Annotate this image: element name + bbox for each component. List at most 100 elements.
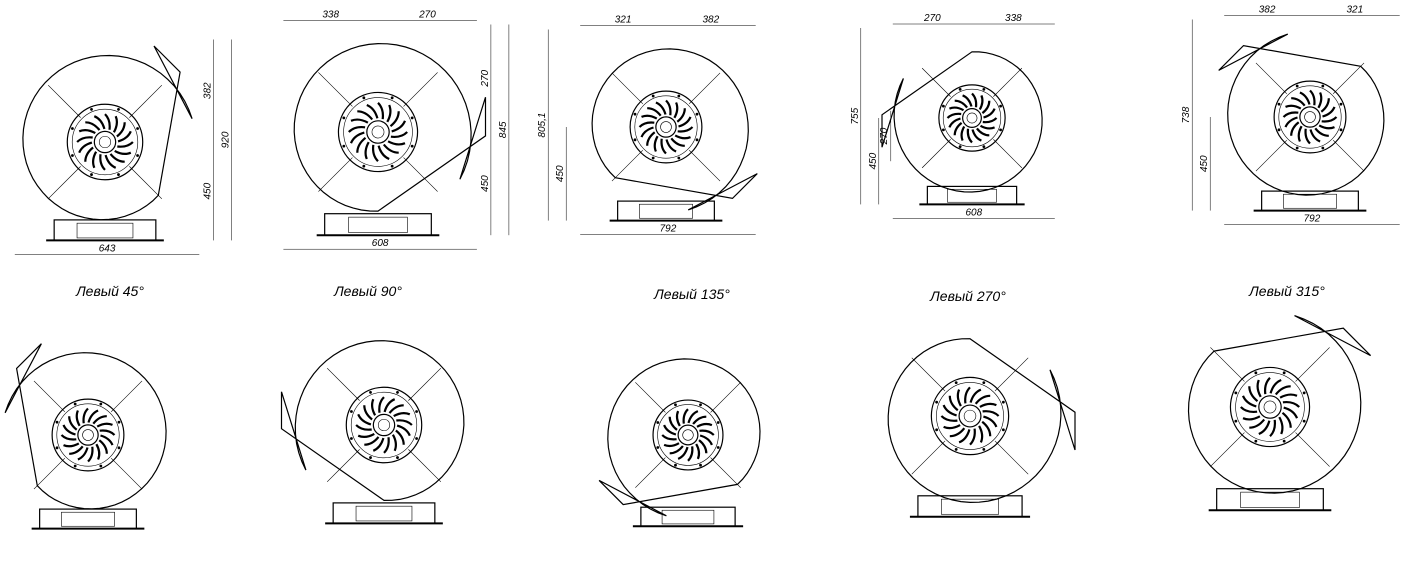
left-90-blade bbox=[387, 140, 406, 146]
right-90-blade bbox=[371, 398, 377, 416]
right-315-base-panel bbox=[1240, 491, 1300, 508]
right-270-blade bbox=[948, 395, 959, 412]
left-315-blade bbox=[1290, 121, 1300, 136]
right-315-stiffener bbox=[1210, 432, 1245, 467]
right-135-blade bbox=[687, 446, 694, 462]
right-315-blade bbox=[1242, 415, 1261, 421]
left-45-blade bbox=[92, 151, 98, 169]
left-135-bolt bbox=[695, 112, 699, 116]
right-315-blade bbox=[1241, 395, 1257, 408]
right-135-bolt bbox=[716, 421, 720, 424]
right-90-blade bbox=[383, 398, 396, 413]
left-315-bolt bbox=[1295, 84, 1299, 88]
right-135-shaft bbox=[682, 429, 694, 441]
left-90-blade bbox=[377, 102, 385, 120]
view-right-270 bbox=[887, 338, 1076, 518]
right-135-flange-outer bbox=[652, 399, 724, 471]
left-270-dim-bottom: 608 bbox=[965, 207, 982, 218]
right-45-blade bbox=[98, 439, 108, 454]
left-45-flange-inner bbox=[71, 108, 139, 176]
view-right-90 bbox=[280, 340, 465, 525]
left-45-blade bbox=[84, 146, 94, 162]
right-270-blade bbox=[974, 394, 991, 405]
left-270-base-panel bbox=[947, 188, 997, 203]
left-90-blade bbox=[390, 131, 408, 139]
right-135-blade bbox=[687, 410, 699, 424]
view-right-135 bbox=[598, 358, 761, 528]
left-315-bolt bbox=[1277, 128, 1281, 132]
left-90-base-panel bbox=[348, 216, 408, 233]
left-135-dim-top-a: 321 bbox=[615, 15, 632, 26]
left-90-blade bbox=[389, 111, 400, 128]
left-270-dim-top-a: 270 bbox=[923, 13, 941, 24]
left-90-bolt bbox=[410, 116, 414, 120]
right-90-bolt bbox=[350, 410, 353, 413]
left-90-blade bbox=[386, 104, 392, 123]
left-135-bolt bbox=[633, 112, 637, 116]
right-270-stiffener bbox=[911, 440, 946, 475]
right-135-blade bbox=[699, 434, 713, 446]
right-270-blade bbox=[978, 425, 984, 443]
left-45-blade bbox=[112, 115, 118, 133]
left-135-blade bbox=[660, 138, 667, 155]
left-270-blade bbox=[976, 127, 990, 137]
left-90-dim-top-a: 338 bbox=[322, 10, 339, 21]
right-45-bolt bbox=[117, 420, 121, 424]
left-90-blade bbox=[349, 131, 365, 144]
right-90-housing bbox=[280, 340, 465, 502]
left-90-blade bbox=[357, 110, 374, 121]
right-45-hub bbox=[77, 424, 99, 446]
right-135-bolt bbox=[699, 463, 702, 467]
left-45-bolt bbox=[136, 154, 139, 157]
left-45-blade bbox=[117, 130, 132, 143]
right-315-blade bbox=[1269, 419, 1277, 437]
right-135-blade bbox=[668, 416, 678, 431]
left-90-housing bbox=[293, 42, 487, 212]
left-135-dim-bottom: 792 bbox=[660, 224, 677, 235]
right-45-bolt bbox=[73, 464, 77, 468]
left-270-blade bbox=[979, 124, 996, 130]
left-45-blade bbox=[116, 122, 126, 138]
left-45-stiffener bbox=[47, 166, 81, 200]
right-135-blade bbox=[696, 422, 713, 428]
left-90-dim-top-b: 270 bbox=[418, 10, 436, 21]
left-90-flange-inner bbox=[343, 97, 413, 167]
right-135-bolt bbox=[656, 446, 660, 449]
left-90-bolt bbox=[342, 144, 346, 148]
left-45-blade bbox=[104, 113, 111, 130]
right-270-stiffener bbox=[911, 357, 946, 392]
right-315-blade bbox=[1258, 420, 1271, 436]
right-315-bolt bbox=[1282, 439, 1286, 443]
left-315-bolt bbox=[1339, 128, 1343, 132]
left-270-blade bbox=[962, 94, 973, 107]
left-270-bolt bbox=[941, 128, 945, 132]
left-135-blade bbox=[638, 121, 655, 128]
left-45-blade bbox=[76, 136, 93, 143]
right-315-blade bbox=[1248, 386, 1259, 403]
caption-left-315: Левый 315° bbox=[1249, 283, 1325, 299]
right-90-bolt bbox=[396, 391, 399, 394]
right-45-blade bbox=[68, 416, 78, 431]
left-315-stiffener bbox=[1332, 139, 1365, 172]
left-135-flange-outer bbox=[629, 90, 703, 164]
right-270-flange-outer bbox=[930, 376, 1010, 456]
right-315-blade bbox=[1269, 378, 1282, 394]
left-315-shaft bbox=[1304, 111, 1316, 123]
left-270-blade bbox=[983, 108, 996, 119]
left-270-bolt bbox=[999, 128, 1003, 132]
right-270-base-panel bbox=[941, 498, 999, 515]
left-270-shaft bbox=[966, 112, 978, 124]
left-135-hub bbox=[655, 116, 677, 138]
right-135-stiffener bbox=[635, 457, 666, 488]
left-270-blade bbox=[953, 122, 963, 136]
right-270-blade bbox=[949, 427, 966, 438]
right-270-blade bbox=[981, 420, 992, 437]
left-315-blade bbox=[1322, 106, 1336, 118]
left-90-dim-right-upper: 270 bbox=[480, 69, 491, 87]
left-270-bolt bbox=[941, 104, 945, 108]
right-90-blade bbox=[393, 412, 411, 418]
right-270-blade bbox=[979, 402, 997, 408]
right-270-blade bbox=[982, 410, 1000, 417]
